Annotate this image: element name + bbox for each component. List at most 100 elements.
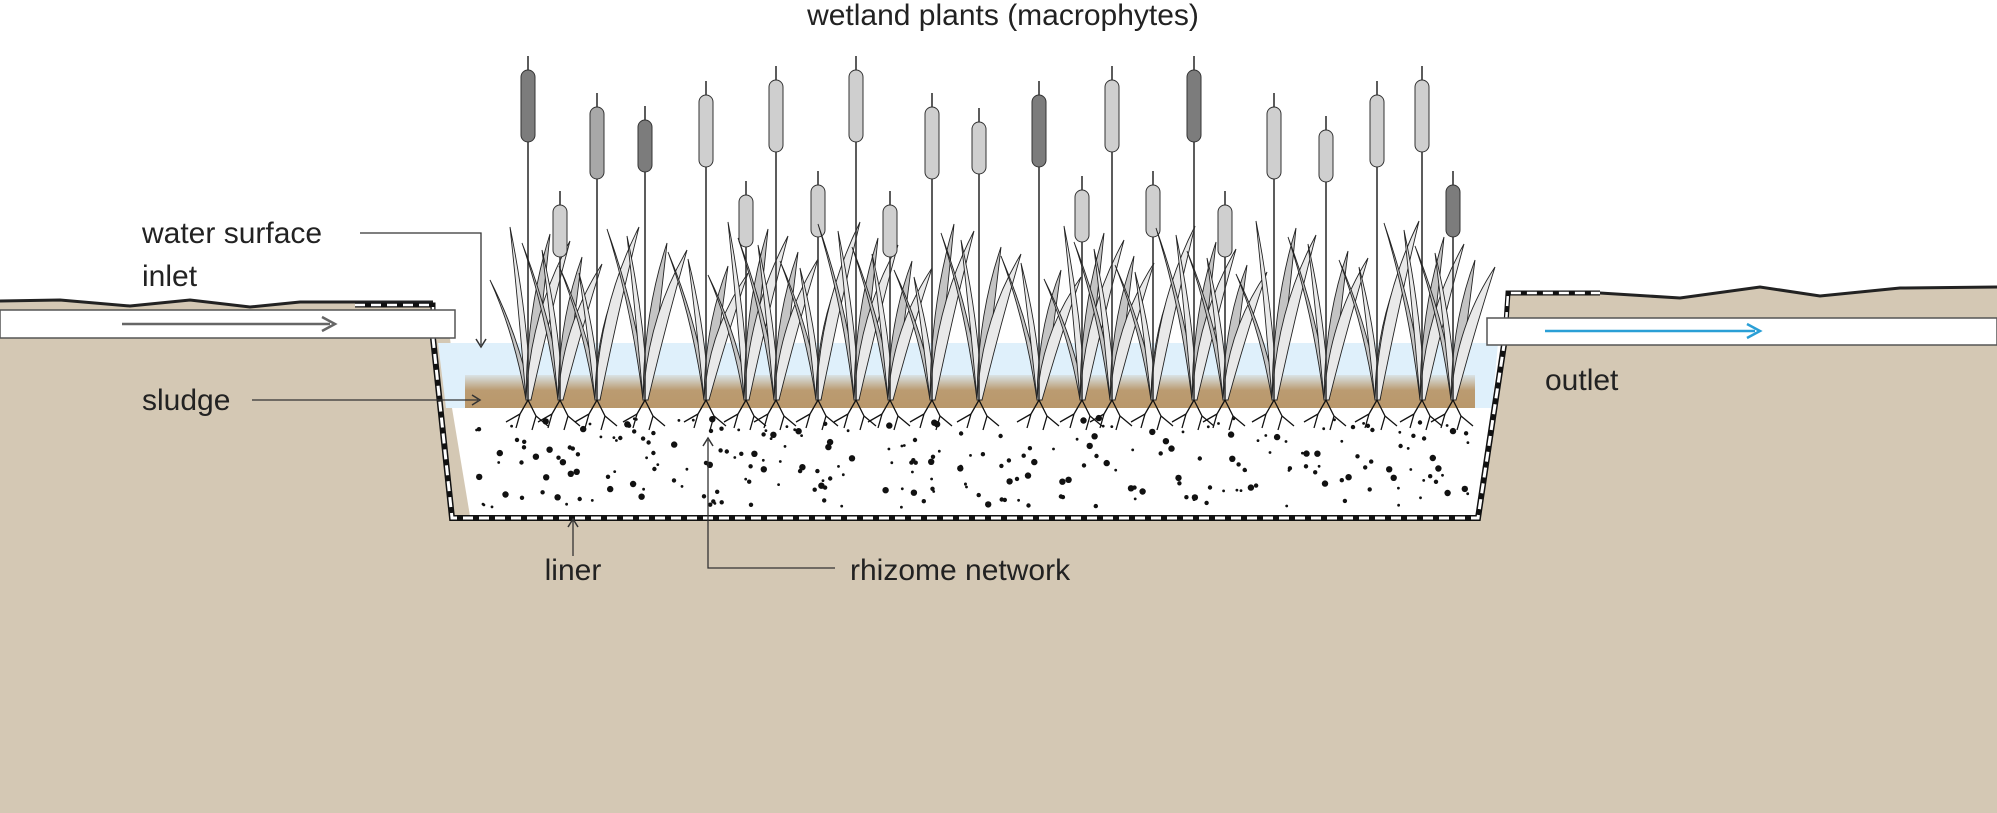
reed-leaf — [1271, 234, 1317, 401]
gravel-dot — [1406, 447, 1410, 450]
gravel-dot — [1031, 458, 1038, 466]
gravel-dot — [1386, 466, 1393, 473]
gravel-dot — [521, 445, 527, 450]
cattail-plant — [1235, 93, 1317, 431]
gravel-dot — [724, 449, 729, 454]
gravel-dot — [1303, 450, 1310, 457]
gravel-dot — [677, 419, 681, 422]
gravel-dot — [590, 499, 594, 502]
water-surface-leader — [360, 232, 482, 345]
gravel-dot — [502, 491, 509, 498]
gravel-dot — [612, 436, 616, 439]
cattail-seed-head — [1318, 129, 1334, 183]
gravel-dot — [651, 450, 656, 456]
plant-root — [1430, 399, 1474, 431]
gravel-dot — [708, 502, 713, 507]
gravel-dot — [733, 456, 737, 459]
gravel-dot — [828, 476, 833, 481]
gravel-dot — [964, 482, 967, 486]
gravel-dot — [1441, 473, 1444, 477]
liner-label: liner — [545, 554, 602, 587]
inlet-label: inlet — [142, 260, 198, 293]
gravel-dot — [1339, 478, 1345, 483]
gravel-particles — [475, 414, 1470, 509]
gravel-dot — [1206, 425, 1210, 429]
gravel-dot — [519, 460, 524, 465]
gravel-dot — [937, 449, 941, 453]
gravel-dot — [822, 498, 827, 503]
cattail-seed-head — [1074, 189, 1090, 243]
reed-leaf — [1450, 266, 1496, 401]
gravel-dot — [1242, 467, 1247, 473]
gravel-dot — [1081, 463, 1087, 468]
gravel-dot — [719, 500, 724, 505]
gravel-dot — [642, 487, 645, 491]
gravel-dot — [613, 470, 617, 473]
rhizome-leader-head — [702, 436, 714, 447]
gravel-dot — [886, 422, 893, 429]
cattail-seed-head — [1104, 79, 1120, 153]
gravel-dot — [1184, 495, 1189, 500]
gravel-dot — [1411, 433, 1416, 438]
gravel-dot — [764, 429, 768, 432]
plant-root — [1089, 399, 1133, 431]
gravel-dot — [701, 494, 707, 499]
plant-root — [537, 399, 581, 431]
gravel-dot — [840, 504, 844, 508]
cattail-plant — [779, 171, 861, 431]
gravel-dot — [605, 474, 611, 479]
gravel-dot — [1080, 417, 1087, 424]
gravel-dot — [770, 431, 777, 438]
gravel-dot — [769, 437, 773, 440]
gravel-dot — [713, 502, 717, 505]
gravel-dot — [1207, 485, 1213, 490]
gravel-dot — [1024, 472, 1032, 479]
gravel-dot — [519, 495, 525, 500]
gravel-dot — [651, 430, 656, 436]
cattail-seed-head — [1031, 94, 1047, 168]
cattail-seed-head — [971, 121, 987, 175]
gravel-dot — [1466, 492, 1470, 496]
plant-root — [867, 399, 911, 431]
plant-root — [683, 399, 727, 431]
gravel-dot — [1301, 451, 1304, 455]
sludge-layer — [465, 375, 1475, 409]
gravel-dot — [652, 466, 657, 472]
gravel-dot — [737, 428, 741, 432]
plant-root — [574, 399, 618, 431]
gravel-dot — [1345, 474, 1352, 481]
liner-dashes — [431, 337, 1507, 520]
gravel-dot — [1284, 440, 1288, 443]
gravel-dot — [1217, 422, 1220, 425]
gravel-dot — [1002, 497, 1007, 503]
gravel-dot — [708, 428, 714, 434]
gravel-dot — [629, 480, 637, 488]
gravel-dot — [645, 456, 648, 460]
reed-leaf — [1109, 262, 1155, 401]
gravel-dot — [900, 505, 903, 509]
gravel-dot — [540, 490, 545, 495]
gravel-dot — [760, 466, 767, 473]
gravel-dot — [1181, 430, 1185, 434]
gravel-dot — [1285, 504, 1289, 508]
gravel-dot — [522, 439, 527, 444]
gravel-dot — [1175, 474, 1182, 482]
gravel-dot — [1256, 439, 1260, 442]
gravel-dot — [556, 455, 561, 460]
water-surface-label: water surface — [141, 217, 322, 250]
gravel-dot — [1139, 488, 1146, 495]
gravel-dot — [1369, 459, 1374, 464]
gravel-dot — [785, 425, 789, 428]
plant-root — [795, 399, 839, 431]
plant-root — [1130, 399, 1174, 431]
gravel-dot — [496, 449, 503, 457]
plant-root — [1399, 399, 1443, 431]
gravel-dot — [646, 440, 651, 445]
gravel-dot — [1390, 474, 1397, 481]
plants-label: wetland plants (macrophytes) — [806, 0, 1199, 32]
plant-root — [1059, 399, 1103, 431]
gravel-dot — [1091, 433, 1098, 440]
cattail-plant — [940, 108, 1022, 431]
gravel-dot — [1449, 427, 1457, 435]
